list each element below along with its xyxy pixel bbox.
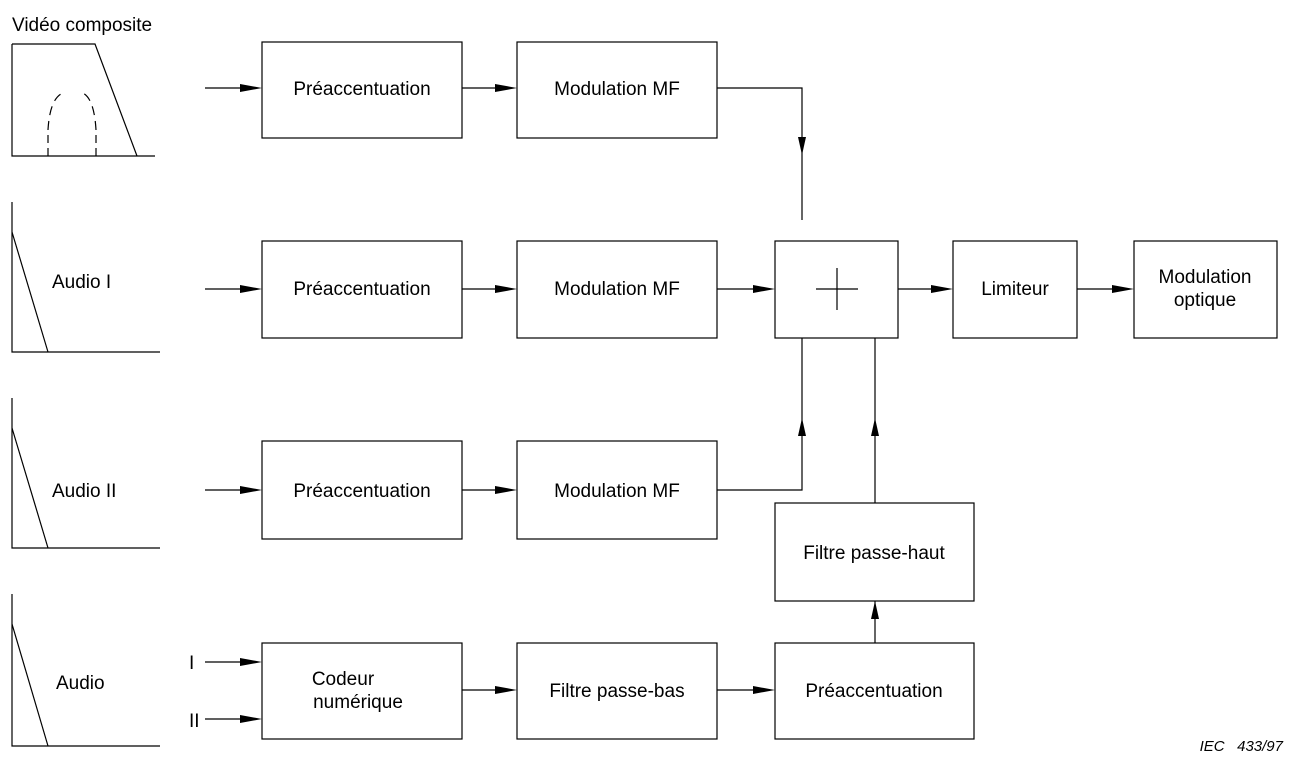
preemphasis-audio1-label: Préaccentuation	[293, 279, 430, 300]
arrow-head	[240, 84, 262, 92]
optical-modulation-label-line2: optique	[1174, 290, 1236, 311]
preemphasis-digital-label: Préaccentuation	[805, 681, 942, 702]
digital-coder-block	[261, 642, 463, 740]
audio2-spectrum-sketch	[11, 398, 160, 549]
input-ii-label: II	[189, 711, 200, 732]
preemphasis-audio2-block	[261, 440, 463, 540]
limiter-block	[952, 240, 1078, 339]
arrow-head	[240, 285, 262, 293]
arrow-head	[240, 715, 262, 723]
arrow-head	[495, 84, 517, 92]
video-composite-label: Vidéo composite	[12, 15, 152, 36]
audio1-label: Audio I	[52, 272, 111, 293]
lowpass-filter-label: Filtre passe-bas	[549, 681, 684, 702]
audio2-label: Audio II	[52, 481, 116, 502]
preemphasis-video-block	[261, 41, 463, 139]
arrow-head	[495, 686, 517, 694]
preemphasis-audio1-block	[261, 240, 463, 339]
arrow-head	[495, 285, 517, 293]
arrow-head	[798, 137, 806, 155]
arrow-head	[495, 486, 517, 494]
preemphasis-video-label: Préaccentuation	[293, 79, 430, 100]
digital-coder-label-line2: numérique	[313, 692, 403, 713]
arrow-head	[240, 658, 262, 666]
arrow-head	[871, 601, 879, 619]
input-i-label: I	[189, 653, 194, 674]
highpass-filter-block	[774, 502, 975, 602]
optical-modulation-block	[1133, 240, 1278, 339]
arrow-head	[798, 418, 806, 436]
video-spectrum-sketch	[11, 43, 155, 157]
audio-digital-spectrum-sketch	[11, 594, 160, 747]
audio-label: Audio	[56, 673, 105, 694]
lowpass-filter-block	[516, 642, 718, 740]
arrow-head	[1112, 285, 1134, 293]
preemphasis-digital-block	[774, 642, 975, 740]
highpass-filter-label: Filtre passe-haut	[803, 543, 945, 564]
preemphasis-audio2-label: Préaccentuation	[293, 481, 430, 502]
arrow-head	[871, 418, 879, 436]
audio1-spectrum-sketch	[11, 202, 160, 353]
iec-reference: IEC 433/97	[1200, 738, 1284, 755]
fm-modulation-video-block	[516, 41, 718, 139]
arrow-head	[753, 686, 775, 694]
fm-modulation-audio2-block	[516, 440, 718, 540]
fm-modulation-audio1-block	[516, 240, 718, 339]
fm-modulation-video-label: Modulation MF	[554, 79, 680, 100]
optical-modulation-label-line1: Modulation	[1159, 267, 1252, 288]
arrow-head	[931, 285, 953, 293]
fm-modulation-audio1-label: Modulation MF	[554, 279, 680, 300]
limiter-label: Limiteur	[981, 279, 1049, 300]
fm-modulation-audio2-label: Modulation MF	[554, 481, 680, 502]
digital-coder-label-line1: Codeur	[312, 669, 375, 690]
plus-icon	[816, 268, 858, 310]
arrow-head	[240, 486, 262, 494]
arrow-head	[753, 285, 775, 293]
